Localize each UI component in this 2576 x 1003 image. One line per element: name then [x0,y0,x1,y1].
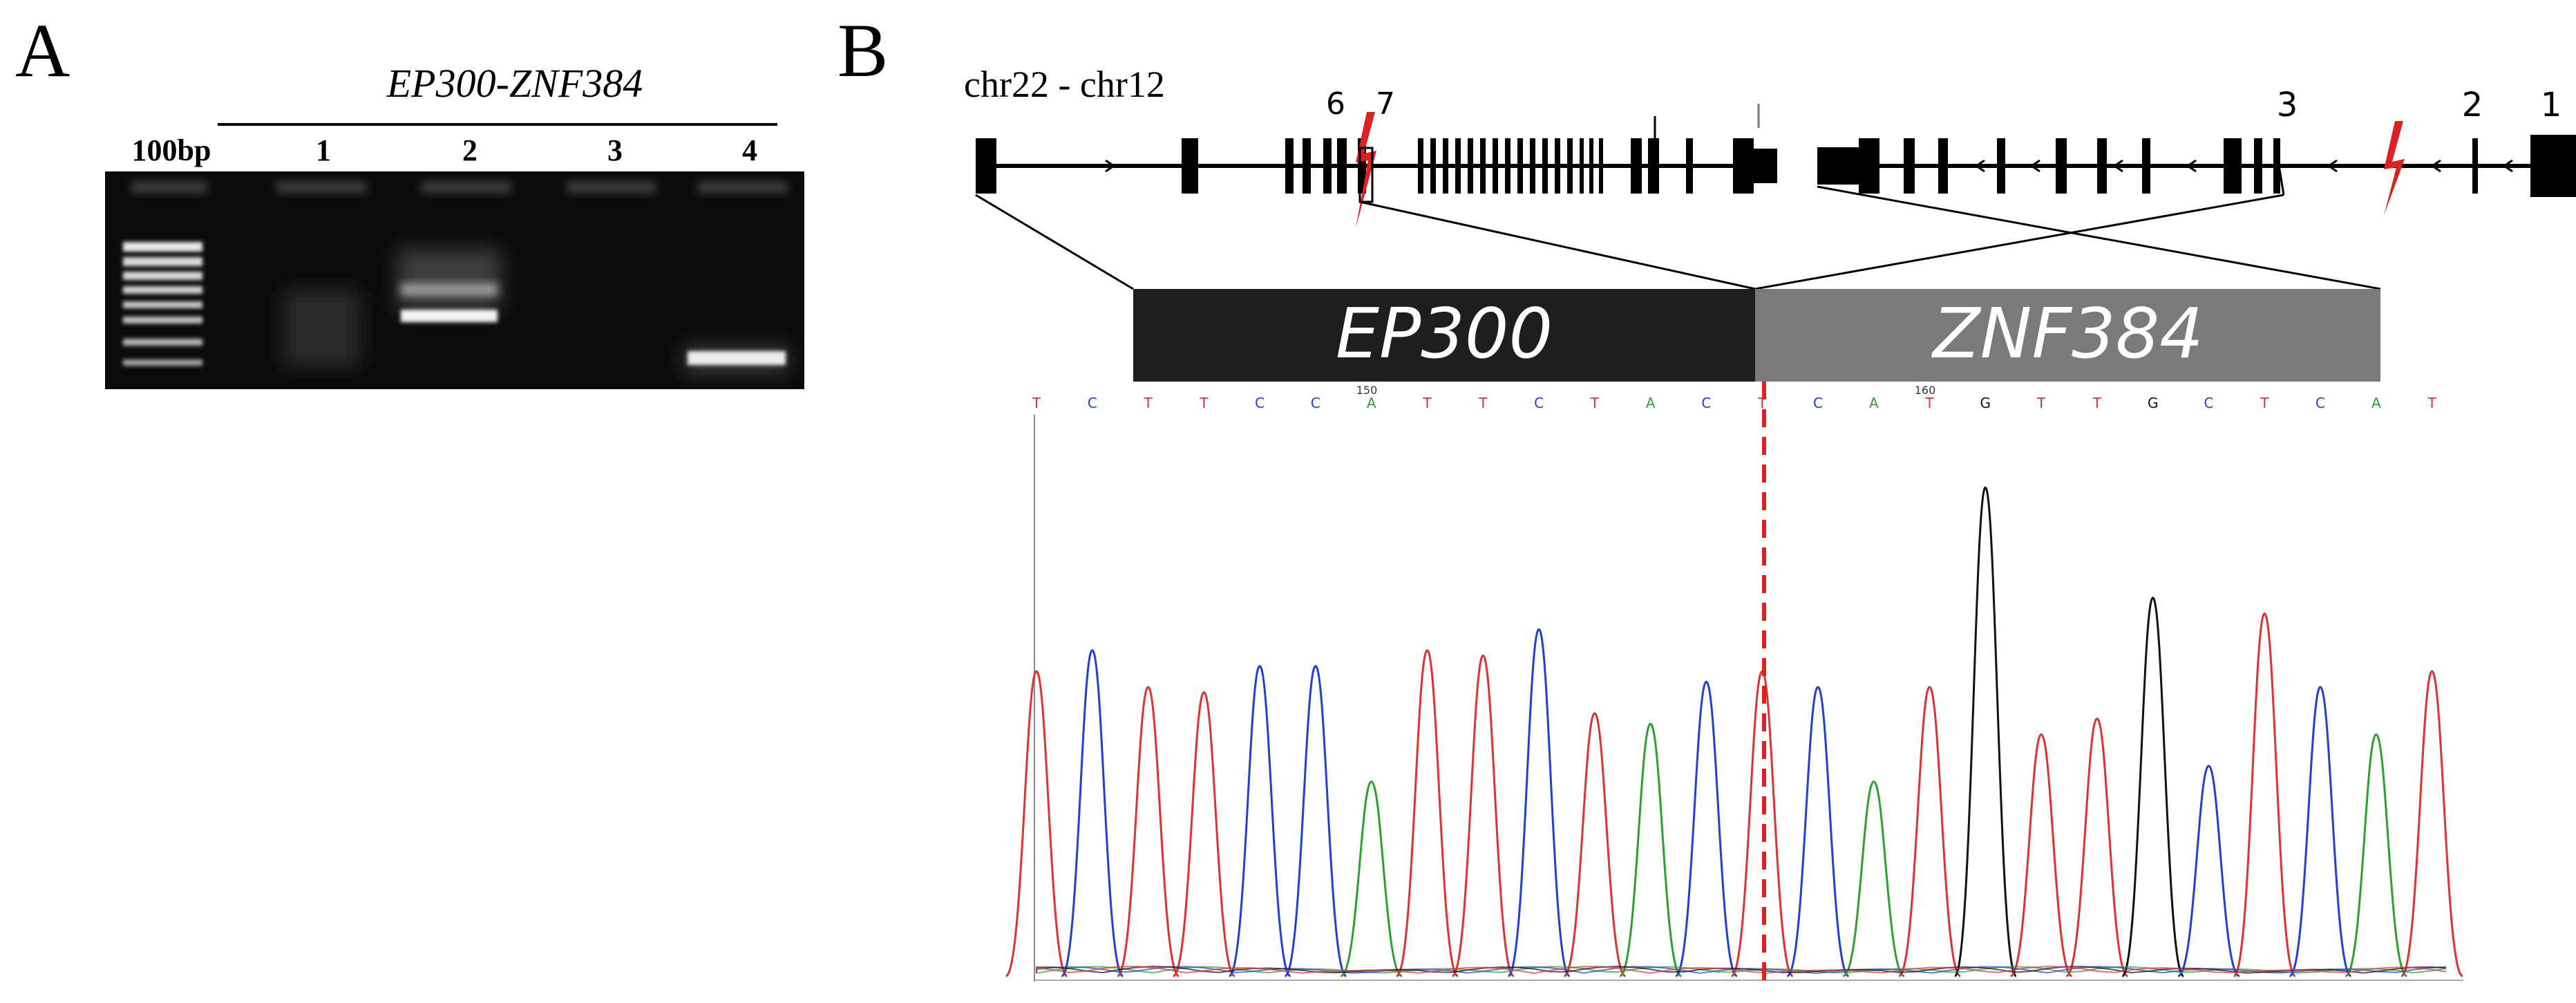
base-call: T [1199,395,1209,411]
ep300-fusion-label: EP300 [1336,293,1553,374]
base-call: G [1980,395,1991,411]
chromatogram-peak [1953,486,2018,977]
chromatogram-peak [1451,654,1515,977]
chromatogram-peak [1284,665,1347,977]
base-call: T [1590,395,1600,411]
base-call: C [1311,395,1320,411]
ep300-exon-6-number: 6 [1326,86,1345,122]
chromatogram-peak [2233,612,2297,977]
base-call: T [2036,395,2046,411]
base-call: T [1422,395,1432,411]
chromatogram-traces [1005,486,2464,977]
chromatogram-peak [1228,665,1292,977]
znf384-exon-2-number: 2 [2462,86,2483,124]
chromatogram-peak [1060,649,1124,977]
chromatogram-peak [1005,670,1068,977]
ep300-fusion-segment [1133,289,1755,382]
panel-a-letter: A [15,8,70,93]
znf384-fusion-label: ZNF384 [1931,293,2204,374]
base-call: A [2371,395,2381,411]
chromatogram-peak [2065,718,2129,977]
znf384-breakpoint-icon [2384,121,2405,216]
chromatogram-peak [2400,670,2464,977]
ep300-gene-structure [976,104,1777,194]
chromatogram-peak [2289,686,2352,977]
znf384-exon-1-number: 1 [2541,86,2562,124]
lane-label-1: 1 [316,133,331,167]
chromatogram-peak [1786,686,1850,977]
ep300-exon-7-number: 7 [1376,86,1395,122]
base-call: T [2427,395,2436,411]
base-call: A [1646,395,1656,411]
base-call: T [1924,395,1934,411]
base-call: A [1367,395,1376,411]
chromatogram-peak [1172,691,1236,977]
lane-label-3: 3 [607,133,623,167]
position-marker-150: 150 [1356,384,1378,397]
chromatogram-peak [1395,649,1459,977]
base-call: T [1032,395,1041,411]
base-call: G [2148,395,2159,411]
base-call: A [1869,395,1879,411]
ladder-label: 100bp [132,133,211,167]
position-marker-160: 160 [1915,384,1936,397]
chromatogram-peak [2345,733,2408,977]
chromatogram-peak [1116,686,1180,977]
base-call: T [1478,395,1488,411]
base-call: C [1813,395,1823,411]
chromatogram-peak [1674,680,1739,977]
base-call: C [2315,395,2325,411]
gel-image [105,171,804,389]
lane-4-band [684,346,788,373]
chromatogram-peak [2009,733,2073,977]
base-call: C [1701,395,1711,411]
chromatogram-peak [1340,780,1403,977]
chromatogram-peak [1507,628,1571,977]
znf384-fusion-segment [1755,289,2380,382]
ladder-lane [123,242,202,366]
chromosome-label: chr22 - chr12 [964,64,1165,105]
panel-b-letter: B [837,8,888,93]
chromatogram-baseline-noise [1036,966,2447,974]
base-call: C [1534,395,1544,411]
znf384-gene-structure [1817,135,2576,197]
fusion-connector-lines [975,147,2381,290]
base-call: T [2260,395,2269,411]
base-call: T [2092,395,2102,411]
gel-title: EP300-ZNF384 [386,61,643,106]
lane-label-2: 2 [462,133,477,167]
lane-1-smear [283,290,359,366]
chromatogram-peak [1842,780,1905,977]
chromatogram-baseline-noise [1036,966,2447,975]
chromatogram-peak [1563,712,1627,977]
chromatogram-peak [1897,686,1962,977]
ep300-breakpoint-icon [1356,112,1376,228]
chromatogram-peak [1619,722,1682,977]
chromatogram-peak [2121,597,2185,977]
chromatogram-peak [2177,765,2240,977]
base-call: T [1143,395,1153,411]
lane-label-4: 4 [742,133,757,167]
lane-2-bands [397,249,501,322]
znf384-exon-3-number: 3 [2277,86,2298,124]
base-call: C [1255,395,1265,411]
base-call: C [1088,395,1097,411]
base-call: C [2204,395,2214,411]
